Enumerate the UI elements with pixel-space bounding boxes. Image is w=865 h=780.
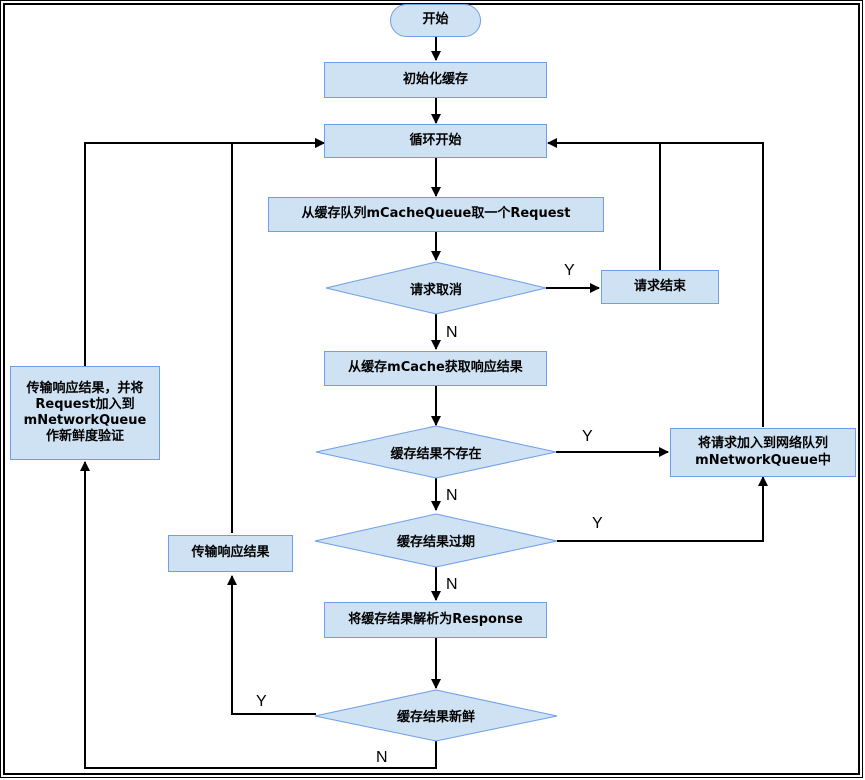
get-cache-result-node: 从缓存mCache获取响应结果 [324, 351, 547, 386]
diamond-cache-fresh [314, 689, 558, 742]
cache-missing-label: 缓存结果不存在 [390, 446, 482, 462]
edge-fresh-yes [227, 575, 316, 715]
label-canceled-yes: Y [564, 262, 575, 279]
label-missing-no: N [446, 487, 458, 504]
label-fresh-no: N [376, 749, 388, 766]
request-end-node: 请求结束 [601, 270, 719, 304]
label-canceled-no: N [446, 324, 458, 341]
edge-refresh-to-loop [84, 138, 325, 366]
diamond-cache-missing [315, 425, 557, 479]
take-request-node: 从缓存队列mCacheQueue取一个Request [268, 197, 604, 232]
parse-response-node: 将缓存结果解析为Response [324, 602, 547, 638]
diamond-request-canceled [325, 261, 547, 315]
deliver-response-node: 传输响应结果 [168, 535, 293, 572]
label-expired-no: N [446, 576, 458, 593]
edge-network-to-loop [548, 142, 764, 427]
diamond-cache-expired [314, 513, 558, 568]
edge-expired-yes [557, 476, 768, 542]
deliver-and-refresh-node: 传输响应结果，并将Request加入到mNetworkQueue作新鲜度验证 [10, 366, 160, 460]
label-fresh-yes: Y [256, 693, 267, 710]
request-canceled-label: 请求取消 [409, 282, 462, 298]
edge-fresh-no [80, 461, 437, 769]
network-queue-node: 将请求加入到网络队列mNetworkQueue中 [670, 428, 856, 477]
loop-start-node: 循环开始 [324, 124, 547, 158]
label-missing-yes: Y [582, 428, 593, 445]
cache-fresh-label: 缓存结果新鲜 [396, 710, 475, 725]
init-cache-node: 初始化缓存 [324, 62, 547, 98]
label-expired-yes: Y [592, 515, 603, 532]
cache-expired-label: 缓存结果过期 [396, 535, 475, 550]
start-node: 开始 [390, 4, 481, 37]
